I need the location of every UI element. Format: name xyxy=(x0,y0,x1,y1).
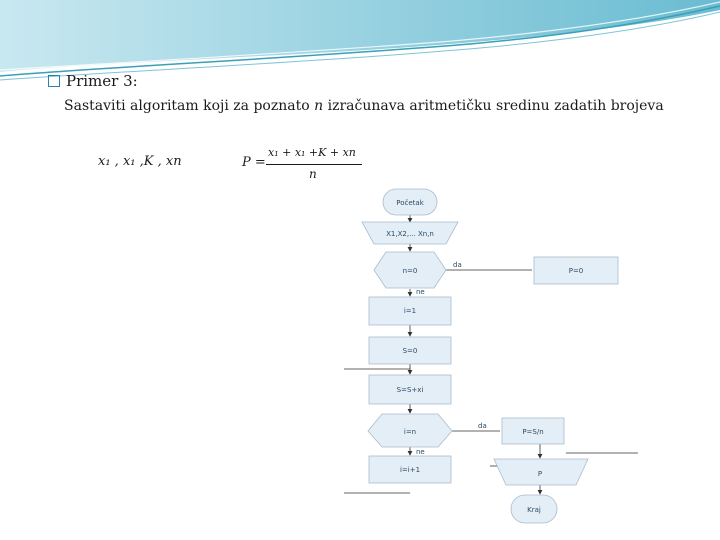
end-label: Kraj xyxy=(527,506,541,514)
input-label: X1,X2,... Xn,n xyxy=(386,230,434,238)
init-s-label: S=0 xyxy=(403,347,418,355)
init-i-label: i=1 xyxy=(404,307,416,315)
branch-no-1: ne xyxy=(416,288,425,296)
p-zero-label: P=0 xyxy=(569,267,584,275)
start-label: Početak xyxy=(396,199,424,207)
branch-yes-2: da xyxy=(478,422,487,430)
p-result-node: P=S/n xyxy=(502,418,564,444)
output-label: P xyxy=(538,470,542,478)
init-i-node: i=1 xyxy=(369,297,451,325)
end-node: Kraj xyxy=(511,495,557,523)
start-node: Početak xyxy=(383,189,437,215)
decision-i-n-label: i=n xyxy=(404,428,416,436)
input-node: X1,X2,... Xn,n xyxy=(362,222,458,244)
accumulate-node: S=S+xi xyxy=(369,375,451,404)
output-node: P xyxy=(494,459,588,485)
branch-no-2: ne xyxy=(416,448,425,456)
p-result-label: P=S/n xyxy=(522,428,543,436)
increment-label: i=i+1 xyxy=(400,466,420,474)
init-s-node: S=0 xyxy=(369,337,451,364)
increment-node: i=i+1 xyxy=(369,456,451,483)
accumulate-label: S=S+xi xyxy=(397,386,424,394)
decision-n-zero: n=0 xyxy=(374,252,446,288)
decision-i-n: i=n xyxy=(368,414,452,447)
p-zero-node: P=0 xyxy=(534,257,618,284)
branch-yes-1: da xyxy=(453,261,462,269)
decision-n-zero-label: n=0 xyxy=(403,267,418,275)
